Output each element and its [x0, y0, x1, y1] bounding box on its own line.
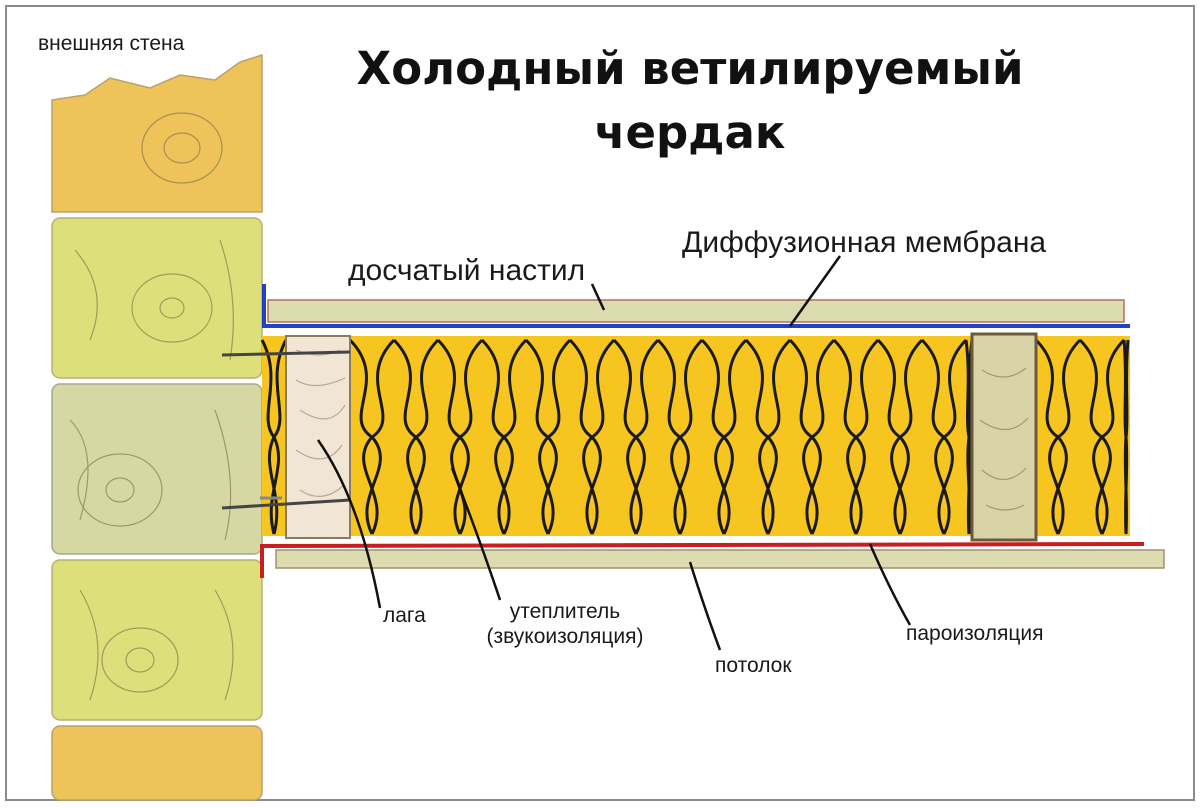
joist-left: [285, 335, 351, 539]
insulation-fibre: [260, 339, 288, 535]
insulation-fibre: [1034, 338, 1082, 535]
insulation-fibre: [832, 338, 880, 535]
insulation-fibre: [744, 338, 792, 535]
insulation-fibre: [876, 338, 924, 535]
plank-deck: [267, 299, 1125, 323]
insulation-fibre: [788, 338, 836, 535]
wall-log-5: [51, 725, 263, 801]
insulation-label-line2: (звукоизоляция): [486, 625, 643, 648]
leader-insulation: [450, 467, 502, 601]
insulation-fibre: [700, 338, 748, 535]
insulation-fibres: [260, 338, 1130, 535]
insulation-fibre: [1078, 338, 1126, 535]
leader-membrane: [788, 255, 842, 327]
insulation-fibre: [524, 338, 572, 535]
vapor-barrier-label: пароизоляция: [906, 622, 1044, 645]
insulation-fibre: [964, 339, 974, 535]
ceiling-label: потолок: [715, 654, 792, 677]
insulation-label-line1: утеплитель: [510, 600, 621, 623]
title-line2: чердак: [595, 106, 786, 159]
diffusion-membrane: [262, 284, 1130, 328]
wall-log-3: [51, 383, 263, 555]
insulation-fibre: [612, 338, 660, 535]
joist-right: [970, 332, 1038, 542]
vapor-barrier: [260, 542, 1145, 578]
insulation-fibre: [568, 338, 616, 535]
joist-left-body: [285, 335, 351, 539]
insulation-fibre: [656, 338, 704, 535]
joist-label: лага: [383, 604, 426, 627]
insulation-fibre: [480, 338, 528, 535]
insulation-fibre: [1122, 339, 1130, 535]
leader-vapor-barrier: [868, 543, 912, 626]
leader-lines: [316, 255, 912, 651]
plank-deck-label: досчатый настил: [348, 254, 585, 287]
joist-right-body: [970, 332, 1038, 542]
insulation-fibre: [348, 338, 396, 535]
outer-wall: [51, 53, 263, 801]
ceiling-board: [275, 549, 1165, 569]
wall-log-4: [51, 559, 263, 721]
insulation-fibre: [920, 338, 968, 535]
leader-ceiling: [688, 561, 722, 651]
title-line1: Холодный ветилируемый: [357, 42, 1024, 95]
nails: [221, 350, 351, 510]
leader-joist: [316, 439, 382, 609]
membrane-label: Диффузионная мембрана: [682, 226, 1046, 259]
leader-plank-deck: [590, 283, 606, 311]
outer-wall-label: внешняя стена: [38, 32, 185, 55]
insulation-fibre: [392, 338, 440, 535]
